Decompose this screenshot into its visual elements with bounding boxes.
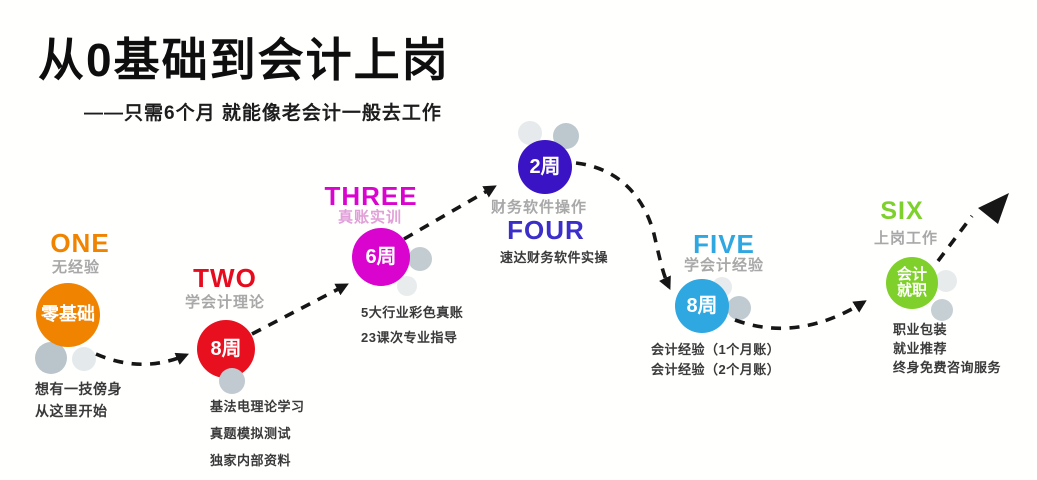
decor-dot [935,270,957,292]
note-line: 独家内部资料 [210,453,292,468]
step-five-label: FIVE [693,229,755,259]
decor-dot [35,342,67,374]
step-one-label: ONE [50,228,110,258]
step-one-sublabel: 无经验 [51,259,101,276]
note-line: 5大行业彩色真账 [361,305,464,320]
path-six-finish [936,214,974,263]
path-four-five [575,161,671,290]
step-three-circle: 6周 [352,228,410,286]
path-five-six [734,300,867,331]
note-line: 23课次专业指导 [361,330,458,345]
note-line: 就业推荐 [893,341,948,356]
decor-dot [408,247,432,271]
decor-dot [727,296,751,320]
step-six-sublabel: 上岗工作 [873,230,939,247]
decor-dot [72,347,96,371]
step-five-notes: 会计经验（1个月账） 会计经验（2个月账） [651,340,780,380]
step-four-circle: 2周 [518,140,572,194]
page-subtitle: ——只需6个月 就能像老会计一般去工作 [84,103,442,124]
path-two-three [251,283,349,336]
decor-dot [219,368,245,394]
note-line: 基法电理论学习 [210,399,305,414]
step-six-notes: 职业包装 就业推荐 终身免费咨询服务 [893,320,1001,377]
note-line: 从这里开始 [35,403,108,419]
step-five-sublabel: 学会计经验 [683,257,765,274]
step-three-sublabel: 真账实训 [337,209,403,226]
note-line: 想有一技傍身 [35,381,122,397]
arrow-head-icon [978,193,1009,224]
path-one-two [95,352,189,367]
step-five-circle: 8周 [675,279,729,333]
note-line: 终身免费咨询服务 [893,360,1002,375]
step-six-circle: 会计就职 [886,257,938,309]
step-four-label: FOUR [507,215,585,245]
note-line: 真题模拟测试 [210,426,292,441]
note-line: 职业包装 [893,322,948,337]
step-four-sublabel: 财务软件操作 [490,199,588,216]
step-two-sublabel: 学会计理论 [184,294,266,311]
step-six-label: SIX [880,197,924,225]
note-line: 会计经验（2个月账） [651,362,781,377]
page-title: 从0基础到会计上岗 [38,34,450,86]
step-one-notes: 想有一技傍身 从这里开始 [35,378,122,422]
note-line: 速达财务软件实操 [500,250,609,265]
step-two-notes: 基法电理论学习 真题模拟测试 独家内部资料 [210,393,305,474]
step-three-label: THREE [324,181,418,211]
note-line: 会计经验（1个月账） [651,342,781,357]
step-one-circle: 零基础 [36,283,100,347]
step-three-notes: 5大行业彩色真账 23课次专业指导 [361,300,463,350]
step-two-label: TWO [193,263,257,293]
decor-dot [397,276,417,296]
step-four-notes: 速达财务软件实操 [500,248,608,268]
decor-dot [931,299,953,321]
